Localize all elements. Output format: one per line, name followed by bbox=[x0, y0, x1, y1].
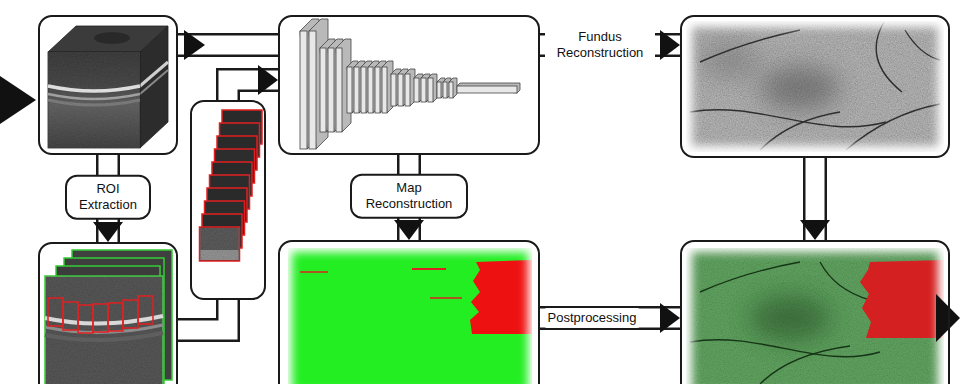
channel-connector bbox=[178, 300, 228, 330]
channel-interior bbox=[540, 309, 680, 328]
edge-label-patch: ROI Extraction bbox=[65, 175, 151, 220]
edge-label-patch: Postprocessing bbox=[544, 308, 641, 328]
output-arrow bbox=[936, 294, 960, 342]
edge-label: Map Reconstruction bbox=[360, 180, 458, 213]
arrowhead bbox=[394, 220, 424, 240]
arrowhead bbox=[660, 303, 680, 333]
map-panel bbox=[278, 240, 540, 384]
channel-interior bbox=[178, 300, 228, 330]
bscan-stack bbox=[45, 250, 172, 384]
arrowhead bbox=[258, 65, 278, 95]
edge-label-patch: Fundus Reconstruction bbox=[545, 27, 655, 64]
edge-label: ROI Extraction bbox=[75, 181, 141, 214]
arrowhead bbox=[800, 220, 830, 240]
cnn-layers bbox=[300, 19, 520, 149]
overlay-panel bbox=[680, 240, 950, 384]
roi-patch-stack bbox=[200, 110, 263, 261]
oct-volume-panel bbox=[38, 15, 178, 155]
patch-stack-panel bbox=[190, 100, 266, 300]
arrowhead bbox=[93, 222, 123, 242]
patch-texture bbox=[201, 228, 239, 260]
arrowhead bbox=[660, 30, 680, 60]
fundus-image bbox=[686, 21, 944, 152]
overlay-result bbox=[686, 248, 944, 384]
cnn-panel bbox=[278, 15, 540, 155]
channel-connector bbox=[540, 306, 680, 330]
classification-map bbox=[288, 248, 532, 384]
bscan-panel bbox=[38, 242, 178, 384]
fundus-panel bbox=[680, 15, 950, 158]
edge-label: Fundus Reconstruction bbox=[549, 29, 651, 62]
panel-grounds bbox=[38, 15, 950, 384]
oct-volume-cube bbox=[48, 26, 168, 148]
input-arrow bbox=[0, 76, 36, 124]
edge-label-patch: Map Reconstruction bbox=[350, 174, 468, 219]
channel-arrowhead bbox=[184, 30, 205, 60]
edge-label: Postprocessing bbox=[548, 310, 637, 326]
